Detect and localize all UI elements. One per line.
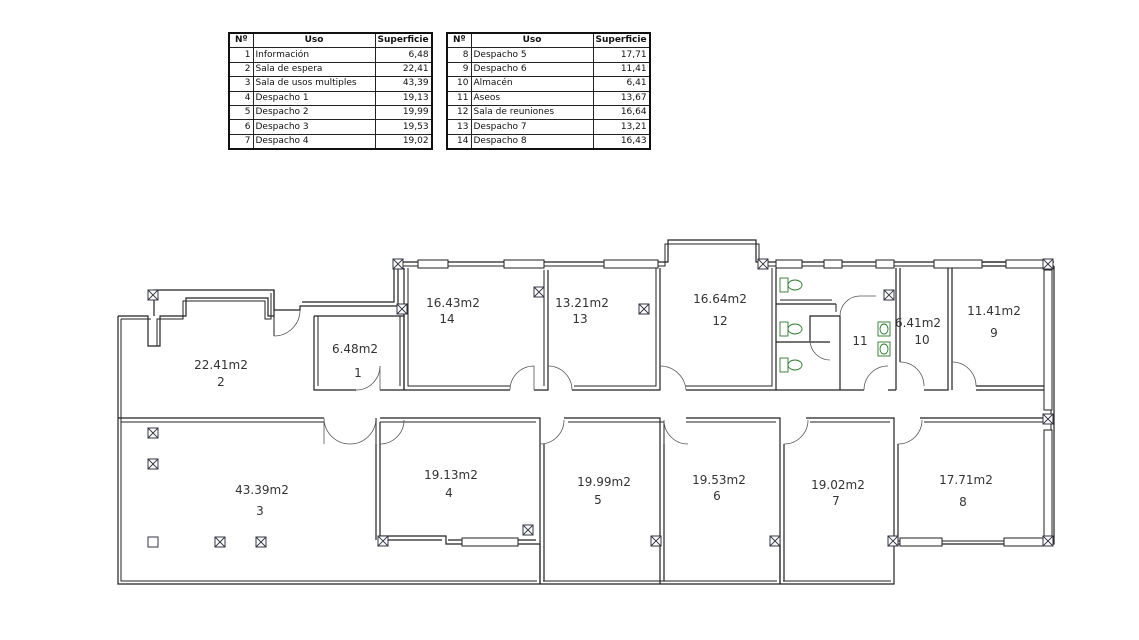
room-labels: 22.41m2 2 6.48m2 1 16.43m2 14 13.21m2 13… bbox=[194, 292, 1021, 518]
column-icon bbox=[392, 258, 404, 270]
room-number-label: 1 bbox=[354, 366, 362, 380]
column-icon bbox=[887, 535, 899, 547]
room-area-label: 16.64m2 bbox=[693, 292, 747, 306]
column-icon bbox=[769, 535, 781, 547]
column-icon bbox=[255, 536, 267, 548]
column-icon bbox=[522, 524, 534, 536]
windows bbox=[417, 259, 1053, 547]
column-icon bbox=[650, 535, 662, 547]
room-area-label: 17.71m2 bbox=[939, 473, 993, 487]
room-number-label: 7 bbox=[832, 494, 840, 508]
room-area-label: 19.02m2 bbox=[811, 478, 865, 492]
column-icon bbox=[147, 458, 159, 470]
room-number-label: 4 bbox=[445, 486, 453, 500]
column-icon bbox=[147, 427, 159, 439]
room-area-label: 6.41m2 bbox=[895, 316, 941, 330]
room-area-label: 19.13m2 bbox=[424, 468, 478, 482]
column-icon bbox=[1042, 535, 1054, 547]
room-number-label: 2 bbox=[217, 375, 225, 389]
toilet-icon bbox=[779, 357, 803, 373]
exterior-walls bbox=[117, 239, 1055, 585]
room-area-label: 43.39m2 bbox=[235, 483, 289, 497]
doors bbox=[273, 295, 977, 445]
room-number-label: 6 bbox=[713, 489, 721, 503]
room-area-label: 19.53m2 bbox=[692, 473, 746, 487]
columns bbox=[147, 258, 1054, 548]
toilet-icon bbox=[779, 277, 803, 293]
room-area-label: 16.43m2 bbox=[426, 296, 480, 310]
room-area-label: 19.99m2 bbox=[577, 475, 631, 489]
room-number-label: 14 bbox=[439, 312, 454, 326]
column-icon bbox=[377, 535, 389, 547]
room-number-label: 13 bbox=[572, 312, 587, 326]
room-number-label: 12 bbox=[712, 314, 727, 328]
room-area-label: 13.21m2 bbox=[555, 296, 609, 310]
interior-walls bbox=[118, 268, 1050, 584]
room-number-label: 3 bbox=[256, 504, 264, 518]
room-number-label: 8 bbox=[959, 495, 967, 509]
room-area-label: 22.41m2 bbox=[194, 358, 248, 372]
room-number-label: 5 bbox=[594, 493, 602, 507]
room-area-label: 6.48m2 bbox=[332, 342, 378, 356]
column-icon bbox=[396, 303, 408, 315]
column-icon bbox=[533, 286, 545, 298]
sink-icon bbox=[877, 321, 891, 337]
sink-icon bbox=[877, 341, 891, 357]
room-number-label: 11 bbox=[852, 334, 867, 348]
column-icon bbox=[214, 536, 226, 548]
room-number-label: 9 bbox=[990, 326, 998, 340]
toilet-icon bbox=[779, 321, 803, 337]
toilet-fixtures bbox=[779, 277, 891, 373]
column-icon bbox=[638, 303, 650, 315]
column-icon bbox=[1042, 258, 1054, 270]
room-number-label: 10 bbox=[914, 333, 929, 347]
room-area-label: 11.41m2 bbox=[967, 304, 1021, 318]
column-icon bbox=[883, 289, 895, 301]
column-icon bbox=[147, 289, 159, 301]
column-icon bbox=[147, 536, 159, 548]
column-icon bbox=[1042, 413, 1054, 425]
column-icon bbox=[757, 258, 769, 270]
